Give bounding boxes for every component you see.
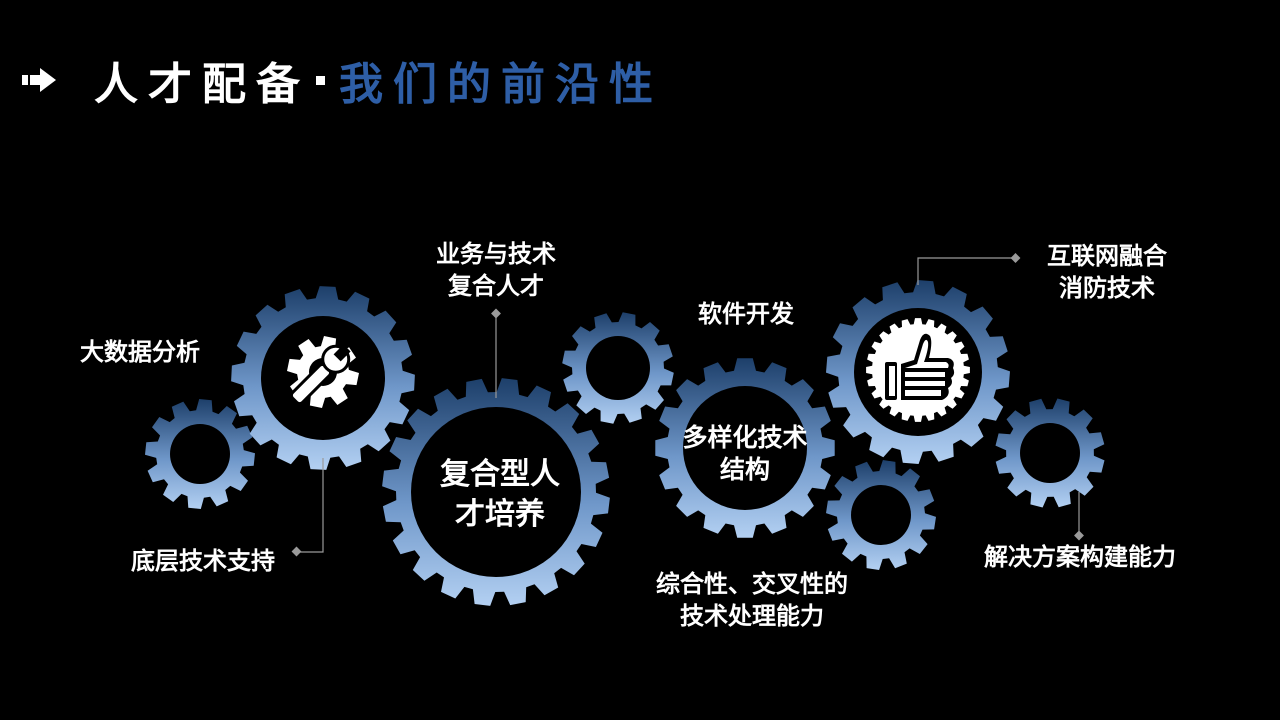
connector-lines (298, 257, 1080, 553)
connector-dot (1074, 530, 1084, 541)
slide-header: 人才配备 我们的前沿性 (20, 50, 663, 110)
label-software: 软件开发 (698, 300, 794, 328)
connector-internet-fire (917, 257, 1015, 285)
label-big-data: 大数据分析 (80, 338, 200, 366)
title-separator-dot (316, 75, 325, 85)
title-left: 人才配备 (94, 59, 310, 110)
thumbs-up-icon (866, 318, 970, 422)
connector-dot (291, 546, 302, 557)
wrench-gear-icon (287, 336, 359, 408)
label-internet-fire: 互联网融合 消防技术 (1047, 242, 1167, 302)
gear-small-bottom (826, 460, 936, 570)
gear-talent (382, 378, 610, 606)
gear-diverse-tech (655, 358, 835, 538)
gear-label-diverse-tech: 多样化技术 结构 (682, 423, 808, 484)
right-arrow-icon (22, 68, 56, 92)
gear-small-right (995, 398, 1105, 508)
gear-small-left (145, 399, 255, 509)
label-biz-tech: 业务与技术 复合人才 (436, 240, 556, 300)
title-right: 我们的前沿性 (339, 59, 663, 110)
connector-dot (491, 308, 501, 319)
gear-label-talent: 复合型人 才培养 (440, 457, 560, 532)
label-comprehensive: 综合性、交叉性的 技术处理能力 (656, 570, 848, 630)
connector-base-support (298, 458, 324, 553)
label-solution: 解决方案构建能力 (984, 543, 1176, 571)
label-base-support: 底层技术支持 (131, 547, 275, 575)
connector-dot (1010, 253, 1021, 263)
gear-small-mid (562, 312, 674, 424)
